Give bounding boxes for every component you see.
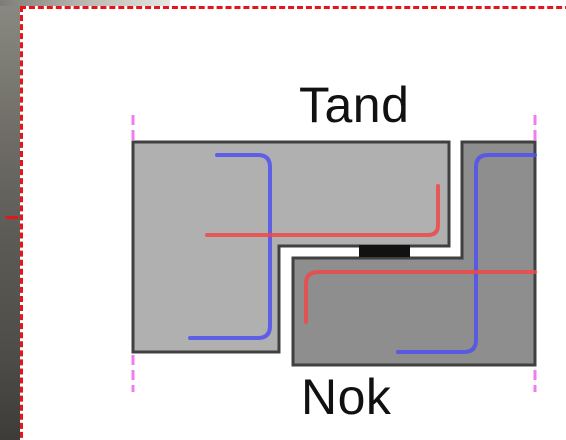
nok-red-rebar [304, 270, 537, 324]
nok-label: Nok [301, 369, 392, 425]
tand-red-rebar [205, 184, 440, 237]
tand-label: Tand [299, 77, 410, 133]
joint-connector [359, 245, 410, 257]
tand-blue-rebar [188, 153, 272, 340]
nok-blue-rebar [396, 153, 537, 354]
photo-edge-top [0, 0, 170, 6]
tand-block [131, 140, 451, 354]
frame-outside-dash [6, 216, 18, 219]
